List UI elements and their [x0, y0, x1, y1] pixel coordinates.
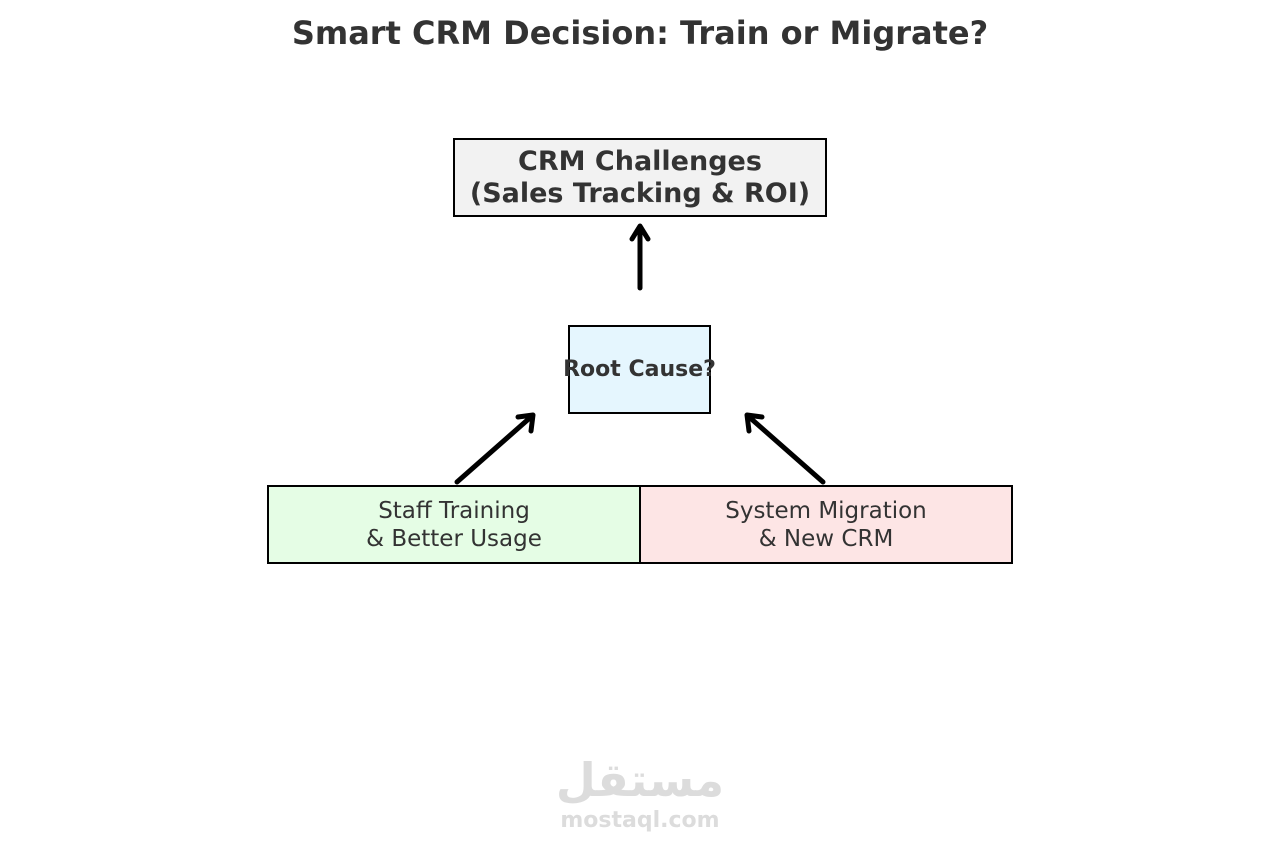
arrow-root-to-challenges	[629, 223, 651, 291]
system-migration-node: System Migration & New CRM	[639, 485, 1013, 564]
staff-training-node: Staff Training & Better Usage	[267, 485, 641, 564]
staff-training-label: Staff Training	[378, 497, 530, 524]
diagram-title: Smart CRM Decision: Train or Migrate?	[291, 14, 989, 52]
watermark-logo: مستقل	[555, 753, 725, 807]
system-migration-sublabel: & New CRM	[758, 525, 894, 552]
arrow-training-to-root	[454, 412, 536, 485]
system-migration-label: System Migration	[725, 497, 927, 524]
crm-challenges-sublabel: (Sales Tracking & ROI)	[469, 177, 811, 209]
mostaql-watermark: مستقل mostaql.com	[540, 752, 740, 834]
root-cause-label: Root Cause?	[563, 357, 716, 382]
watermark-url: mostaql.com	[560, 808, 720, 833]
root-cause-node: Root Cause?	[563, 325, 716, 414]
staff-training-sublabel: & Better Usage	[366, 525, 542, 552]
arrow-migration-to-root	[744, 412, 826, 485]
crm-challenges-label: CRM Challenges	[518, 145, 762, 177]
crm-challenges-node: CRM Challenges (Sales Tracking & ROI)	[453, 138, 827, 217]
